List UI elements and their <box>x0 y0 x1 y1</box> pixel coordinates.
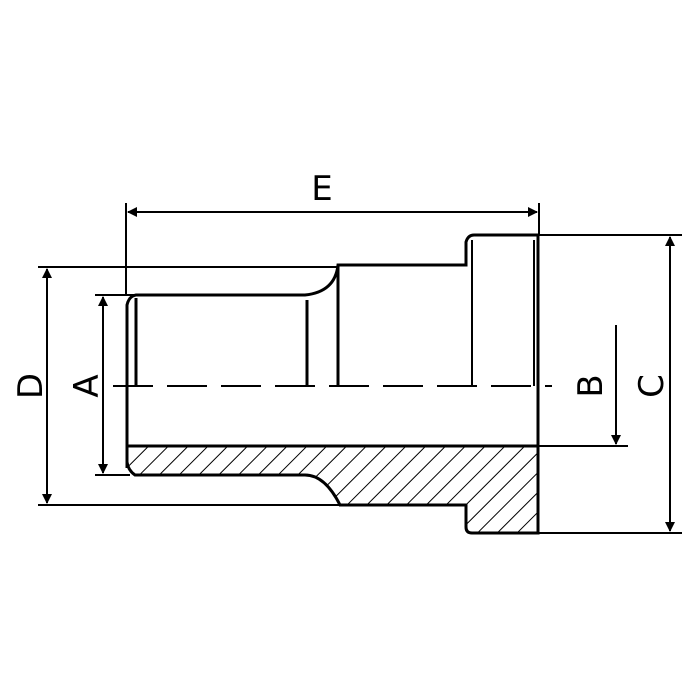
dimension-d <box>38 266 340 506</box>
label-b: B <box>571 374 611 397</box>
label-e: E <box>311 169 332 209</box>
label-a: A <box>67 374 107 397</box>
dimension-b <box>538 325 628 447</box>
label-d: D <box>11 373 51 399</box>
dimension-a <box>95 294 135 476</box>
dimension-c <box>538 234 682 534</box>
section-hatch <box>127 446 538 533</box>
label-c: C <box>632 374 672 398</box>
dimension-e <box>125 203 540 295</box>
